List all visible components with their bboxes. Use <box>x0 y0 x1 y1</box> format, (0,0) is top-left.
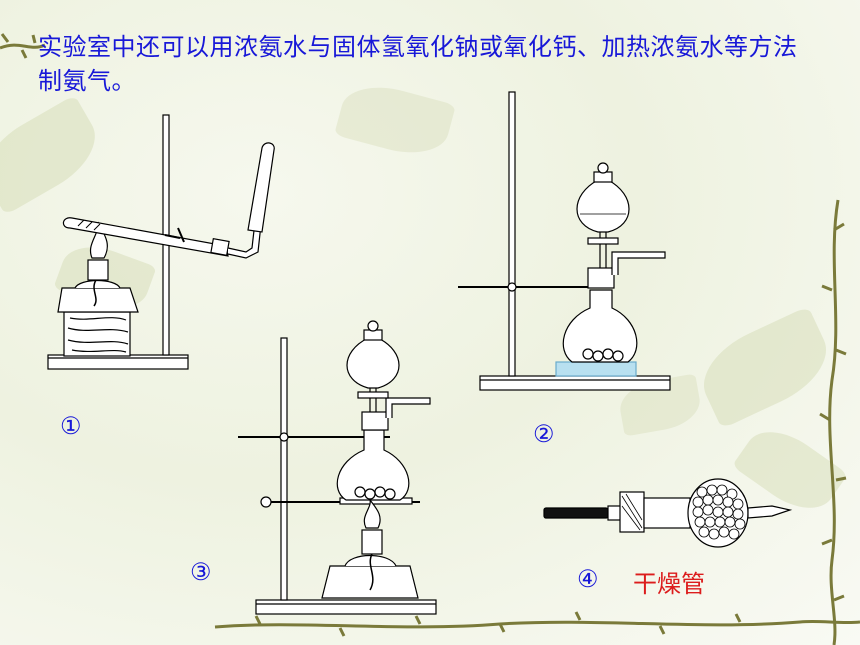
flame-icon <box>363 499 381 529</box>
side-tube-icon <box>385 397 431 418</box>
alcohol-lamp-icon <box>57 287 139 313</box>
slide-title: 实验室中还可以用浓氨水与固体氢氧化钠或氧化钙、加热浓氨水等方法制氨气。 <box>38 33 798 95</box>
ring-stand-base-icon <box>255 599 437 615</box>
drying-tube-label: 干燥管 <box>633 570 705 598</box>
ring-stand-rod-icon <box>280 337 288 601</box>
vine-border-bottom-icon <box>214 611 860 637</box>
ring-stand-rod-icon <box>508 91 516 377</box>
apparatus-label-2: ② <box>533 420 555 448</box>
round-bottom-flask-icon <box>562 289 638 363</box>
vine-border-right-icon <box>819 199 847 645</box>
apparatus-label-3: ③ <box>190 558 212 586</box>
test-tube-icon <box>62 217 229 257</box>
clamp-icon <box>164 227 185 243</box>
rubber-connector-icon <box>543 507 609 519</box>
vine-border-top-icon <box>0 33 46 59</box>
side-tube-icon <box>611 251 666 275</box>
apparatus-label-4: ④ <box>577 565 599 593</box>
apparatus-1 <box>47 114 275 370</box>
ring-stand-base-icon <box>479 375 671 391</box>
ice-block-icon <box>555 361 637 377</box>
separatory-funnel-icon <box>346 337 400 389</box>
ring-stand-base-icon <box>47 354 189 370</box>
apparatus-label-1: ① <box>60 412 82 440</box>
collection-tube-icon <box>247 142 275 233</box>
separatory-funnel-icon <box>576 179 630 233</box>
apparatus-3 <box>238 320 437 615</box>
round-bottom-flask-icon <box>336 429 410 501</box>
alcohol-lamp-icon <box>321 565 419 599</box>
flame-icon <box>90 221 108 259</box>
drying-tube-icon <box>543 478 793 548</box>
apparatus-2 <box>458 91 671 391</box>
